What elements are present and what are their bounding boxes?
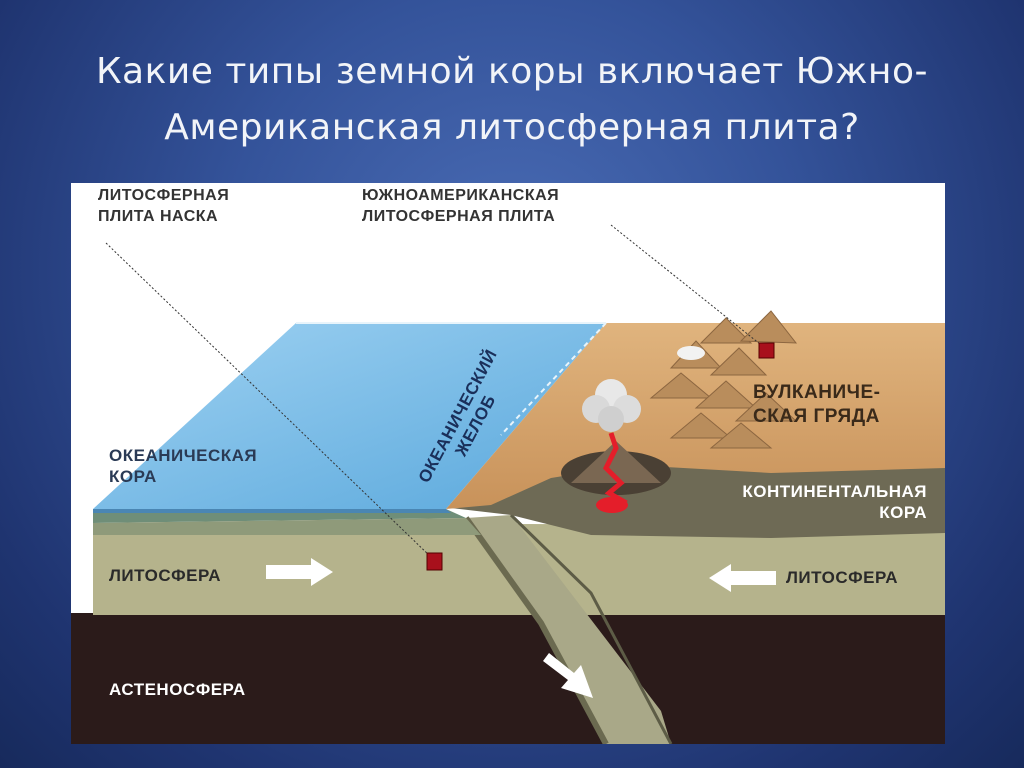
label-volcanic-ridge: ВУЛКАНИЧЕ- СКАЯ ГРЯДА	[753, 381, 880, 429]
arrow-down-icon	[543, 653, 593, 698]
label-oceanic-crust-line-1: ОКЕАНИЧЕСКАЯ	[109, 446, 258, 465]
oceanic-crust-lower	[93, 518, 481, 535]
label-south-american-plate-line-2: ЛИТОСФЕРНАЯ ПЛИТА	[362, 208, 556, 225]
nazca-plate-marker	[426, 552, 443, 571]
label-lithosphere-left-text: ЛИТОСФЕРА	[109, 566, 222, 585]
ocean-edge	[93, 509, 451, 513]
trench-line	[500, 322, 607, 436]
ocean-surface	[93, 323, 606, 509]
label-continental-crust-line-1: КОНТИНЕНТАЛЬНАЯ	[742, 482, 927, 501]
label-continental-crust: КОНТИНЕНТАЛЬНАЯ КОРА	[691, 481, 927, 523]
slab-upper-edge	[463, 516, 609, 744]
south-american-plate-marker	[758, 342, 775, 359]
label-south-american-plate: ЮЖНОАМЕРИКАНСКАЯ ЛИТОСФЕРНАЯ ПЛИТА	[362, 185, 559, 227]
arrow-left-icon	[709, 564, 776, 592]
volcano-cone	[571, 441, 661, 483]
label-oceanic-crust: ОКЕАНИЧЕСКАЯ КОРА	[109, 445, 257, 487]
label-nazca-plate-line-1: ЛИТОСФЕРНАЯ	[98, 187, 230, 204]
label-lithosphere-right: ЛИТОСФЕРА	[786, 567, 898, 588]
label-asthenosphere-text: АСТЕНОСФЕРА	[109, 680, 246, 699]
label-nazca-plate-line-2: ПЛИТА НАСКА	[98, 208, 219, 225]
label-volcanic-ridge-line-2: СКАЯ ГРЯДА	[753, 406, 880, 427]
slab-lower-edge	[509, 513, 673, 744]
slide-title-line-2: Американская литосферная плита?	[164, 107, 860, 148]
magma-chamber	[596, 497, 628, 513]
label-south-american-plate-line-1: ЮЖНОАМЕРИКАНСКАЯ	[362, 187, 560, 204]
mountain-range	[649, 310, 798, 449]
asthenosphere-layer	[71, 613, 945, 744]
label-lithosphere-right-text: ЛИТОСФЕРА	[786, 568, 899, 587]
south-american-pointer-line	[610, 224, 766, 349]
eruption-cloud	[582, 379, 641, 432]
slide-title: Какие типы земной коры включает Южно- Ам…	[60, 44, 964, 156]
subduction-diagram: ЛИТОСФЕРНАЯ ПЛИТА НАСКА ЮЖНОАМЕРИКАНСКАЯ…	[71, 183, 945, 744]
label-lithosphere-left: ЛИТОСФЕРА	[109, 565, 221, 586]
small-cloud	[677, 346, 705, 360]
label-asthenosphere: АСТЕНОСФЕРА	[109, 679, 246, 700]
label-nazca-plate: ЛИТОСФЕРНАЯ ПЛИТА НАСКА	[98, 185, 229, 227]
slide-title-line-1: Какие типы земной коры включает Южно-	[96, 51, 928, 92]
subducting-slab	[466, 515, 671, 744]
arrow-right-icon	[266, 558, 333, 586]
label-continental-crust-line-2: КОРА	[879, 503, 927, 522]
label-oceanic-crust-line-2: КОРА	[109, 467, 157, 486]
subduction-illustration	[71, 224, 945, 744]
label-volcanic-ridge-line-1: ВУЛКАНИЧЕ-	[753, 382, 881, 403]
